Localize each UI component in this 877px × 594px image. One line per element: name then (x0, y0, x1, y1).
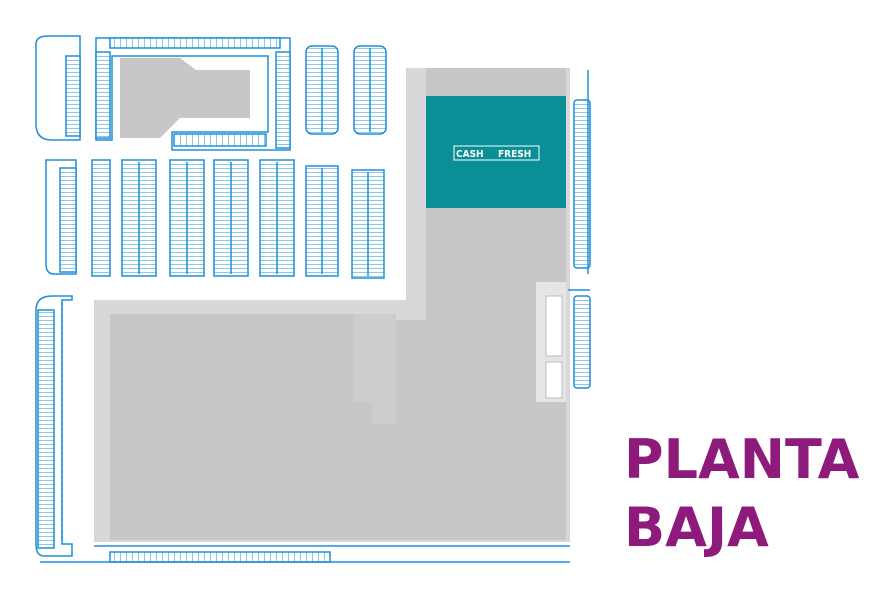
store-cash-fresh[interactable]: CASH FRESH (426, 96, 566, 208)
service-corridor (536, 282, 566, 402)
store-name-left: CASH (456, 149, 484, 160)
plaza (120, 58, 250, 138)
floor-label-line1: PLANTA (624, 428, 860, 491)
store-name-right: FRESH (498, 149, 531, 160)
floor-label-line2: BAJA (624, 496, 769, 559)
parking-areas (35, 35, 591, 563)
floor-label: PLANTA BAJA (624, 426, 859, 562)
